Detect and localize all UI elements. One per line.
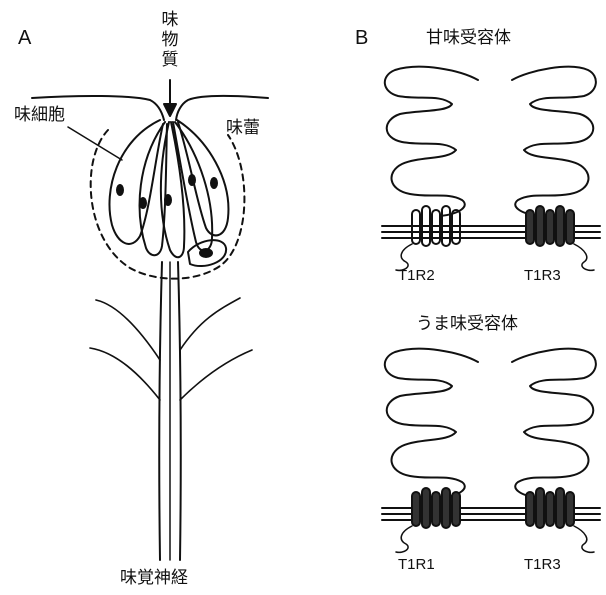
nerve-trunk-left — [159, 262, 162, 560]
epithelium-surface-right — [176, 96, 268, 120]
sweet-right-tail — [574, 244, 594, 270]
nucleus-2 — [139, 197, 147, 209]
umami-right-tail — [574, 526, 594, 552]
nucleus-1 — [116, 184, 124, 196]
taste-cell-4 — [173, 122, 212, 251]
basal-cell-nucleus — [200, 249, 212, 257]
taste-cell-3 — [161, 122, 185, 257]
epithelium-surface — [32, 96, 164, 120]
taste-cell-2 — [140, 122, 167, 255]
umami-t1r3-lobes — [512, 349, 596, 498]
nerve-branch-4 — [180, 350, 252, 400]
nerve-branch-3 — [180, 298, 240, 350]
sweet-t1r2-lobes — [385, 67, 478, 216]
nucleus-5 — [210, 177, 218, 189]
sweet-t1r3-lobes — [512, 67, 596, 216]
nerve-branch-1 — [96, 300, 160, 360]
nerve-trunk-right — [178, 262, 181, 560]
umami-t1r1-lobes — [385, 349, 478, 498]
umami-left-tail — [396, 526, 412, 552]
umami-t1r3-helices — [526, 488, 574, 528]
nerve-branch-2 — [90, 348, 160, 400]
substance-arrowhead — [164, 104, 176, 116]
sweet-receptor-diagram — [382, 67, 600, 271]
nucleus-4 — [188, 174, 196, 186]
umami-receptor-diagram — [382, 349, 600, 553]
nucleus-3 — [164, 194, 172, 206]
sweet-left-tail — [396, 244, 412, 270]
umami-t1r1-helices — [412, 488, 460, 528]
sweet-t1r3-helices — [526, 206, 574, 246]
